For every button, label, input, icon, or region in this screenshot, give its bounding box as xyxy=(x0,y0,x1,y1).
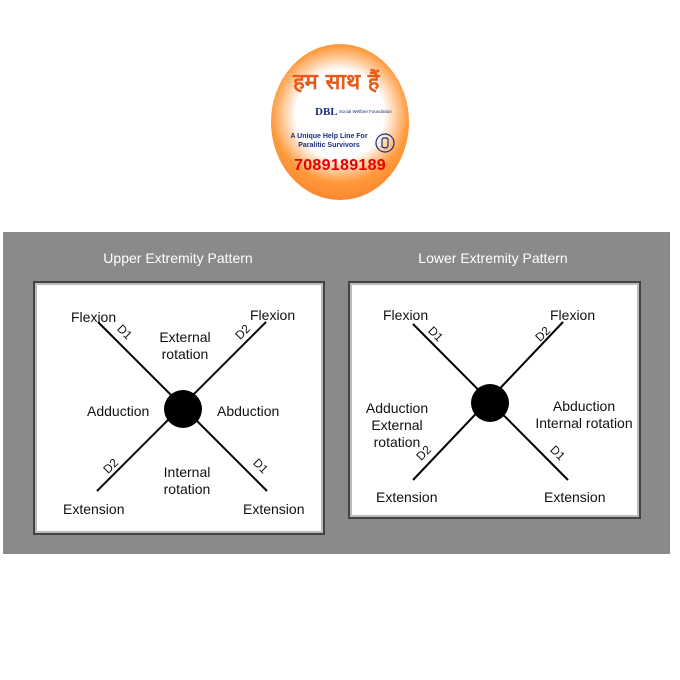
logo-brand-text: हम साथ हैं xyxy=(293,70,380,95)
upper-extension-left: Extension xyxy=(63,501,125,517)
upper-diagram-lines xyxy=(96,321,268,492)
lower-extension-right: Extension xyxy=(544,489,606,505)
upper-flexion-right: Flexion xyxy=(250,307,296,323)
lower-diagram-lines xyxy=(412,321,569,481)
lower-flexion-right: Flexion xyxy=(550,307,596,323)
upper-center-node xyxy=(164,390,202,428)
upper-pattern-box: Flexion Flexion Extension Extension Exte… xyxy=(33,281,325,535)
logo-phone: 7089189189 xyxy=(294,157,386,174)
logo: हम साथ हैं DBL Social Welfare Foundation… xyxy=(271,44,409,200)
upper-extension-right: Extension xyxy=(243,501,305,517)
lower-center-node xyxy=(471,384,509,422)
upper-adduction: Adduction xyxy=(87,403,150,419)
upper-flexion-left: Flexion xyxy=(71,309,117,325)
logo-org-full: Social Welfare Foundation xyxy=(339,109,392,114)
logo-org-short: DBL xyxy=(315,106,338,118)
lower-flexion-left: Flexion xyxy=(383,307,429,323)
diagram-panel: Upper Extremity Pattern Flexion Flexion … xyxy=(3,232,670,554)
lower-pattern-box: Flexion Flexion Extension Extension Addu… xyxy=(348,281,641,519)
lower-pattern-title: Lower Extremity Pattern xyxy=(418,250,568,266)
lower-extension-left: Extension xyxy=(376,489,438,505)
logo-tagline: A Unique Help Line For Paralitic Survivo… xyxy=(290,133,368,149)
hand-phone-icon xyxy=(375,133,395,153)
lower-abduction-internal-rotation: Abduction Internal rotation xyxy=(535,398,633,431)
lower-adduction-external-rotation: Adduction External rotation xyxy=(365,400,429,450)
upper-abduction: Abduction xyxy=(217,403,280,419)
logo-disc xyxy=(271,44,409,200)
upper-external-rotation: External rotation xyxy=(159,329,211,362)
upper-internal-rotation: Internal rotation xyxy=(163,464,211,497)
upper-pattern-title: Upper Extremity Pattern xyxy=(103,250,253,266)
